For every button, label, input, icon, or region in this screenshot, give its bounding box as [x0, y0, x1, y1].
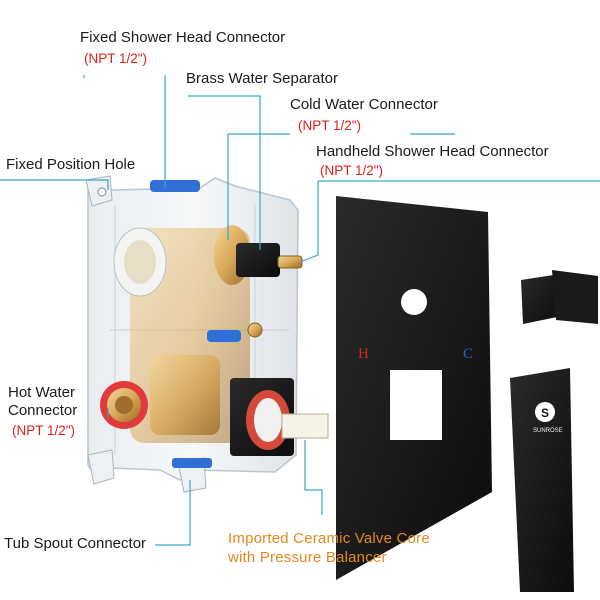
tub-spout-label: Tub Spout Connector	[4, 535, 147, 552]
callout-lines	[0, 75, 600, 546]
valve-core-label-line2: with Pressure Balancer	[228, 549, 387, 566]
trim-plate	[336, 196, 492, 580]
valve-core-label-line1: Imported Ceramic Valve Core	[228, 530, 430, 547]
brand-logo-icon	[535, 402, 555, 422]
ceramic-valve-core	[230, 378, 329, 456]
fixed-shower-label: Fixed Shower Head Connector	[80, 29, 286, 46]
fixed-shower-spec: (NPT 1/2")	[84, 51, 148, 66]
cold-mark: C	[463, 346, 474, 362]
handheld-spec: (NPT 1/2")	[320, 163, 384, 178]
handle: S	[510, 270, 598, 592]
hot-water-spec: (NPT 1/2")	[12, 423, 76, 438]
cold-water-label: Cold Water Connector	[290, 96, 438, 113]
brass-separator-label: Brass Water Separator	[186, 70, 338, 87]
handheld-label: Handheld Shower Head Connector	[316, 143, 549, 160]
cold-water-spec: (NPT 1/2")	[298, 118, 362, 133]
hot-water-label-line1: Hot Water	[8, 384, 75, 401]
brass-water-separator	[214, 225, 303, 285]
hot-mark: H	[358, 346, 369, 362]
hot-water-label-line2: Connector	[8, 402, 78, 419]
fixed-hole-label: Fixed Position Hole	[6, 156, 136, 173]
svg-text:S: S	[541, 406, 549, 420]
brand-name: SUNROSE	[533, 428, 563, 434]
hot-water-port	[100, 381, 148, 429]
